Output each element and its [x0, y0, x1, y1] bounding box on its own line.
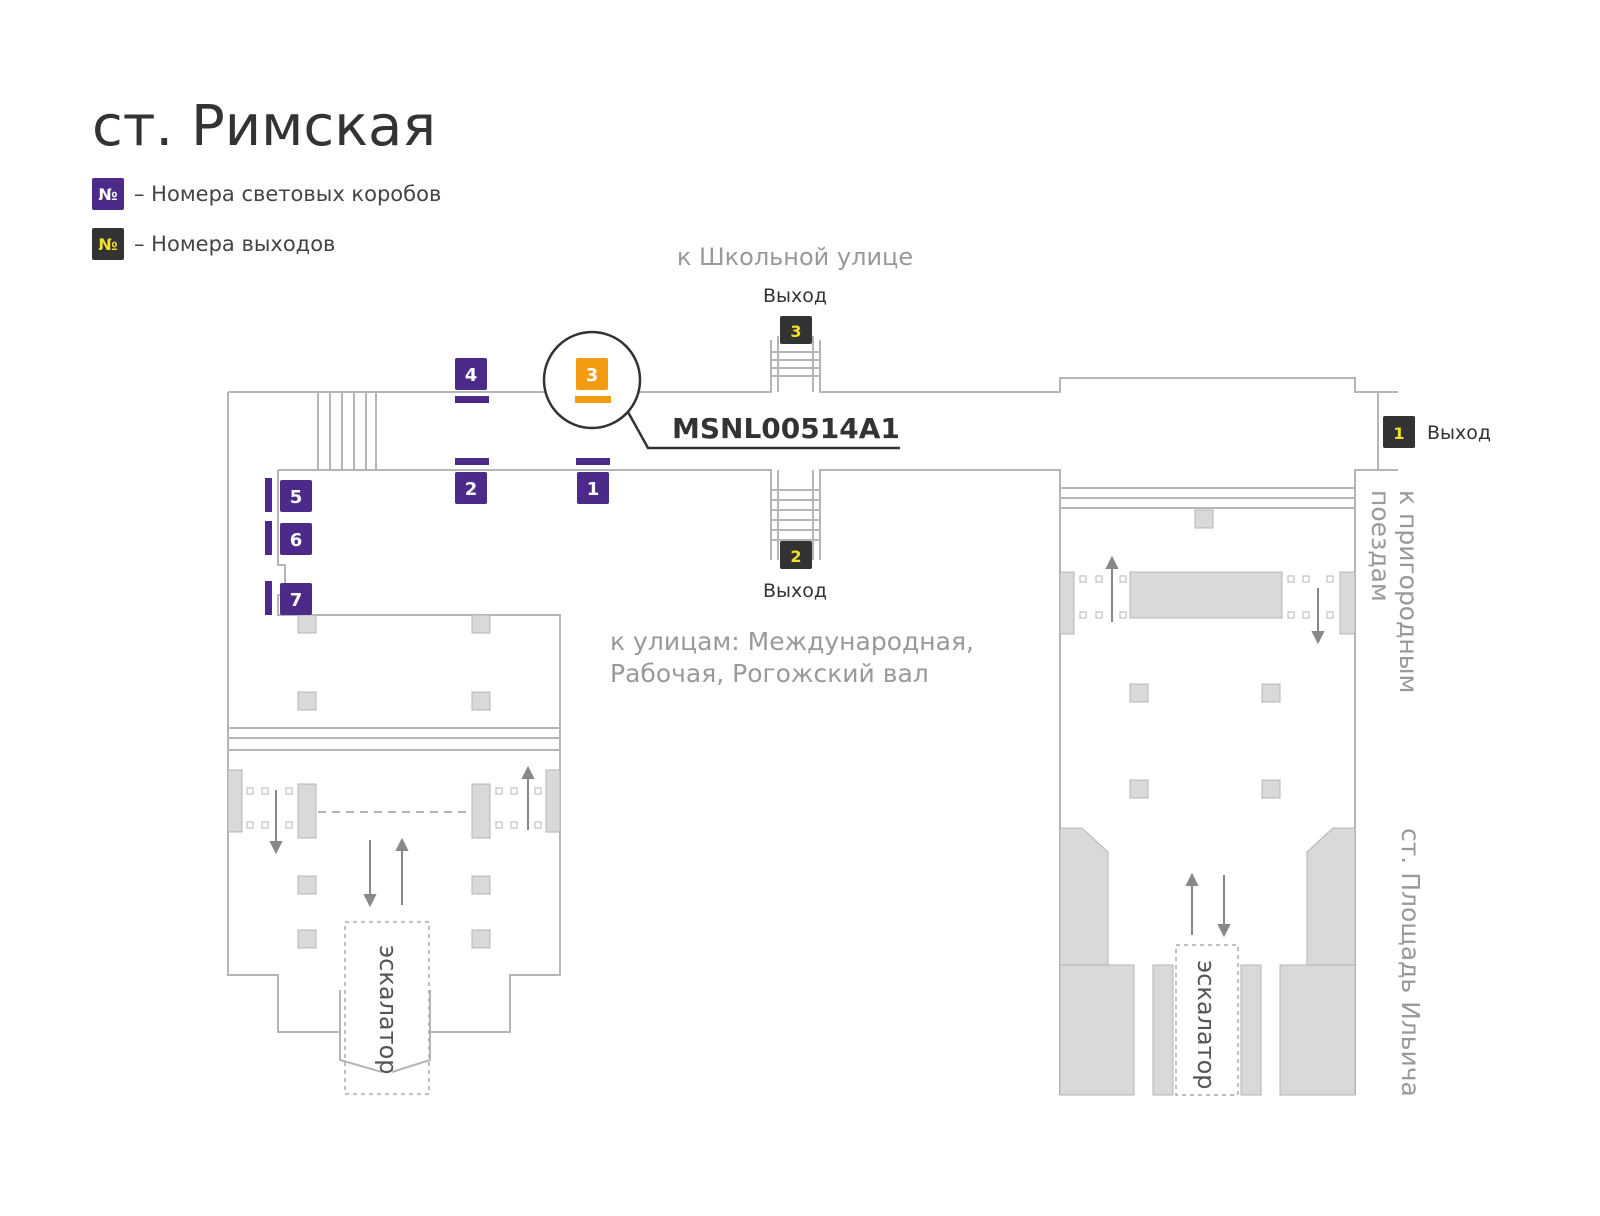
lightbox-5[interactable]: 5	[265, 478, 312, 512]
right-escalator-label: эскалатор	[1192, 960, 1220, 1090]
direction-ploshchad: ст. Площадь Ильича	[1396, 828, 1425, 1097]
floor-plan	[227, 336, 1398, 1095]
highlight-code: MSNL00514A1	[672, 412, 900, 445]
lightbox-2-number: 2	[465, 479, 478, 500]
legend-exit-label: – Номера выходов	[134, 232, 335, 256]
exit-2-label: Выход	[763, 580, 827, 602]
left-escalator: эскалатор	[344, 921, 430, 1095]
legend-exit-symbol: №	[98, 235, 117, 254]
legend-exit-swatch	[92, 228, 124, 260]
direction-suburban: к пригородным поездам	[1366, 490, 1423, 693]
right-turnstiles	[1079, 575, 1334, 619]
exit-3-label: Выход	[763, 285, 827, 307]
direction-streets-line1: к улицам: Международная,	[610, 627, 974, 656]
station-title: ст. Римская	[92, 94, 436, 159]
legend-exit: № – Номера выходов	[92, 228, 335, 260]
exit-2-number: 2	[790, 547, 801, 566]
exit-1[interactable]: 1 Выход	[1383, 416, 1491, 448]
exit-3[interactable]: Выход 3	[763, 285, 827, 344]
lightbox-1[interactable]: 1	[576, 458, 610, 504]
left-escalator-label: эскалатор	[374, 945, 402, 1075]
exit-1-label: Выход	[1427, 422, 1491, 444]
left-turnstiles	[246, 787, 542, 829]
lightbox-2[interactable]: 2	[455, 458, 489, 504]
left-hall-pillars	[227, 614, 561, 949]
right-hall-pillars	[1059, 509, 1356, 1096]
direction-shkolnaya: к Школьной улице	[677, 243, 913, 271]
right-escalator: эскалатор	[1175, 944, 1239, 1096]
highlighted-lightbox-number: 3	[586, 365, 599, 386]
flow-arrows	[269, 555, 1325, 938]
direction-streets-line2: Рабочая, Рогожский вал	[610, 659, 929, 688]
lightbox-5-number: 5	[290, 487, 303, 508]
lightbox-4[interactable]: 4	[455, 358, 489, 403]
lightbox-1-number: 1	[587, 479, 600, 500]
lightbox-7-number: 7	[290, 590, 303, 611]
legend-lightbox: № – Номера световых коробов	[92, 178, 441, 210]
highlighted-lightbox[interactable]: 3 MSNL00514A1	[542, 330, 900, 450]
direction-ploshchad-label: ст. Площадь Ильича	[1396, 828, 1425, 1097]
lightbox-6-number: 6	[290, 530, 303, 551]
direction-suburban-line2: поездам	[1366, 490, 1395, 602]
lightbox-7[interactable]: 7	[265, 581, 312, 615]
direction-suburban-line1: к пригородным	[1394, 490, 1423, 693]
lightbox-6[interactable]: 6	[265, 521, 312, 555]
lightbox-4-number: 4	[465, 365, 478, 386]
legend-lightbox-label: – Номера световых коробов	[134, 182, 441, 206]
exit-1-number: 1	[1393, 424, 1404, 443]
exit-3-number: 3	[790, 322, 801, 341]
legend-lightbox-swatch	[92, 178, 124, 210]
exit-2[interactable]: 2 Выход	[763, 541, 827, 602]
legend-lightbox-symbol: №	[98, 185, 117, 204]
